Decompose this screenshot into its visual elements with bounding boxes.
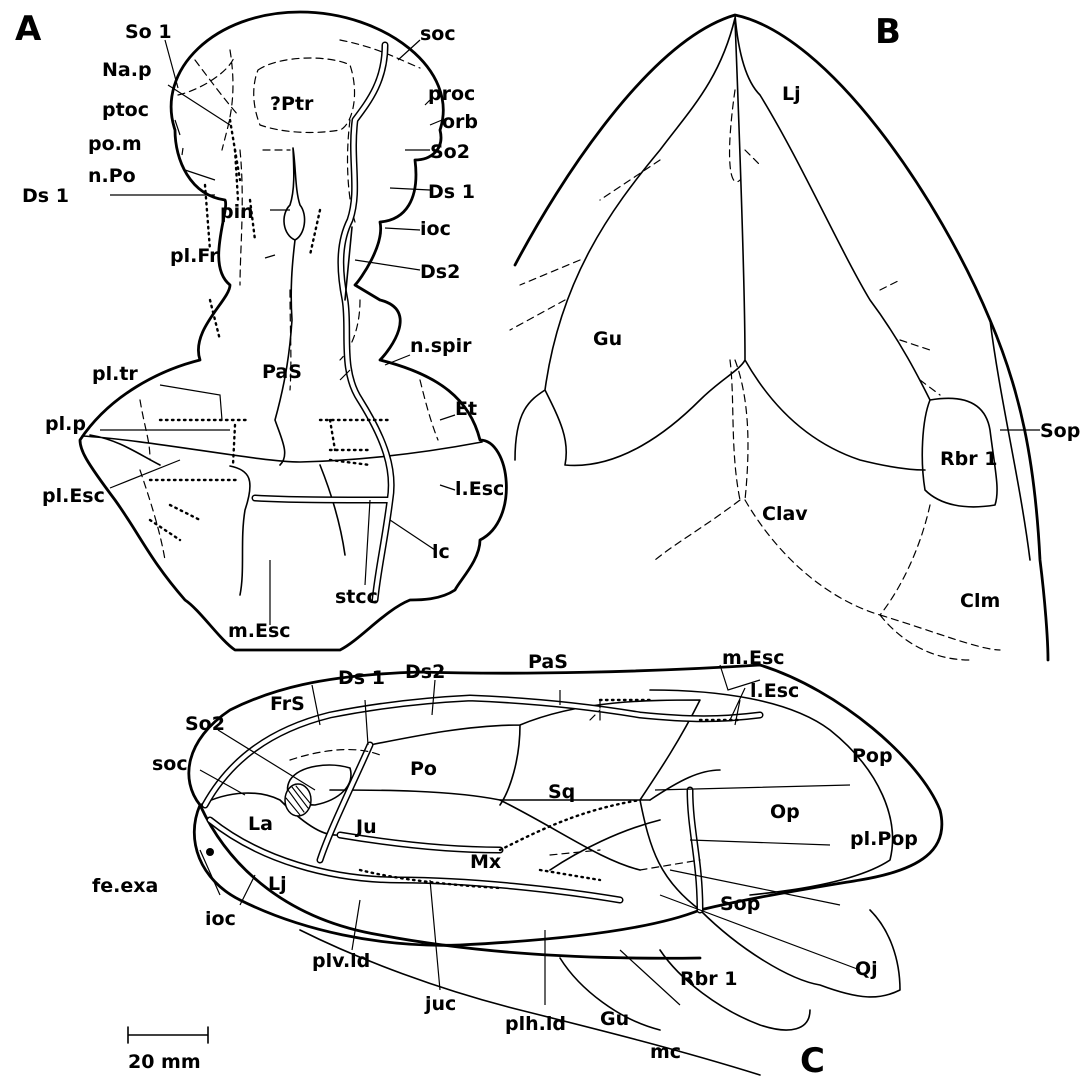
label-labels-a-proc: proc	[428, 83, 475, 105]
label-labels-c-feexa: fe.exa	[92, 875, 158, 897]
label-labels-c-plhld: plh.ld	[505, 1013, 566, 1035]
escal-boundary	[82, 435, 482, 595]
median-suture	[275, 240, 295, 465]
label-labels-b-sop: Sop	[1040, 420, 1080, 442]
label-labels-c-rbr1: Rbr 1	[680, 968, 737, 990]
label-labels-a-stcc: stcc	[335, 586, 378, 608]
panel-a-letter: A	[15, 9, 42, 49]
label-labels-c-frs: FrS	[270, 693, 305, 715]
label-labels-c-op: Op	[770, 801, 800, 823]
panel-b-ventral-view	[510, 15, 1048, 660]
label-labels-c-mc: mc	[650, 1041, 681, 1063]
label-labels-a-ioc: ioc	[420, 218, 451, 240]
label-labels-c-plvld: plv.ld	[312, 950, 370, 972]
fenestra-exonarina	[206, 848, 214, 856]
sensory-canal	[255, 45, 391, 600]
label-labels-c-ioc: ioc	[205, 908, 236, 930]
pop-outline	[640, 770, 720, 910]
label-labels-c-la: La	[248, 813, 273, 835]
label-labels-a-ds1-left: Ds 1	[22, 185, 69, 207]
label-labels-c-ds2: Ds2	[405, 661, 445, 683]
label-labels-c-qj: Qj	[855, 958, 878, 980]
label-labels-a-mesc: m.Esc	[228, 620, 291, 642]
label-labels-c-lesc: l.Esc	[750, 680, 799, 702]
label-labels-b-gu: Gu	[593, 328, 622, 350]
label-labels-a-nap: Na.p	[102, 59, 152, 81]
sop-margin	[990, 320, 1030, 560]
panel-b-letter: B	[875, 12, 901, 52]
label-labels-b-lj: Lj	[782, 83, 801, 105]
label-labels-a-orb: orb	[442, 111, 478, 133]
scale-bar: 20 mm	[128, 1027, 208, 1073]
label-labels-a-ptoc: ptoc	[102, 99, 149, 121]
label-labels-a-et: Et	[455, 398, 477, 420]
label-labels-c-pop: Pop	[852, 745, 893, 767]
label-labels-c-gu: Gu	[600, 1008, 629, 1030]
label-labels-a-pltr: pl.tr	[92, 363, 138, 385]
label-labels-b-clm: Clm	[960, 590, 1000, 612]
label-labels-a-ds2: Ds2	[420, 261, 460, 283]
labels-a: So 1 Na.p ptoc po.m n.Po Ds 1 pin pl.Fr …	[22, 21, 504, 642]
panel-c-letter: C	[800, 1041, 825, 1081]
leaders-a	[100, 40, 455, 625]
lower-jaw-inner	[735, 15, 930, 400]
label-labels-c-soc: soc	[152, 753, 188, 775]
label-labels-c-pas: PaS	[528, 651, 568, 673]
label-labels-c-mesc: m.Esc	[722, 647, 785, 669]
label-labels-a-plesc: pl.Esc	[42, 485, 105, 507]
label-labels-b-rbr1: Rbr 1	[940, 448, 997, 470]
labels-b: Lj Gu Sop Rbr 1 Clav Clm	[593, 83, 1080, 612]
label-labels-a-pin: pin	[220, 201, 254, 223]
label-labels-c-sq: Sq	[548, 781, 575, 803]
label-labels-c-lj: Lj	[268, 873, 287, 895]
label-labels-a-pom: po.m	[88, 133, 142, 155]
label-labels-a-ptr: ?Ptr	[270, 93, 314, 115]
label-labels-c-sop: Sop	[720, 893, 760, 915]
label-labels-a-lesc: l.Esc	[455, 478, 504, 500]
label-labels-a-npo: n.Po	[88, 165, 136, 187]
label-labels-a-lc: lc	[432, 541, 450, 563]
label-labels-a-so2: So2	[430, 141, 470, 163]
label-labels-a-pas: PaS	[262, 361, 302, 383]
label-labels-b-clav: Clav	[762, 503, 808, 525]
pineal-plate	[284, 148, 305, 240]
label-labels-c-mx: Mx	[470, 851, 501, 873]
label-labels-a-nspir: n.spir	[410, 335, 472, 357]
gular-outline	[515, 18, 925, 470]
label-labels-c-plpop: pl.Pop	[850, 828, 918, 850]
label-labels-a-ds1-right: Ds 1	[428, 181, 475, 203]
label-labels-c-po: Po	[410, 758, 437, 780]
label-labels-a-plfr: pl.Fr	[170, 245, 219, 267]
scale-bar-label: 20 mm	[128, 1051, 201, 1073]
hatched-orbit	[285, 784, 311, 816]
label-labels-c-so2: So2	[185, 713, 225, 735]
label-labels-a-soc: soc	[420, 23, 456, 45]
label-labels-c-ds1: Ds 1	[338, 667, 385, 689]
pores-a	[150, 150, 370, 540]
label-labels-c-ju: Ju	[354, 816, 377, 838]
label-labels-a-so1: So 1	[125, 21, 172, 43]
label-labels-c-juc: juc	[424, 993, 456, 1015]
labels-c: m.Esc PaS Ds2 Ds 1 FrS l.Esc So2 soc Po …	[92, 647, 918, 1063]
label-labels-a-plp: pl.p	[45, 413, 86, 435]
